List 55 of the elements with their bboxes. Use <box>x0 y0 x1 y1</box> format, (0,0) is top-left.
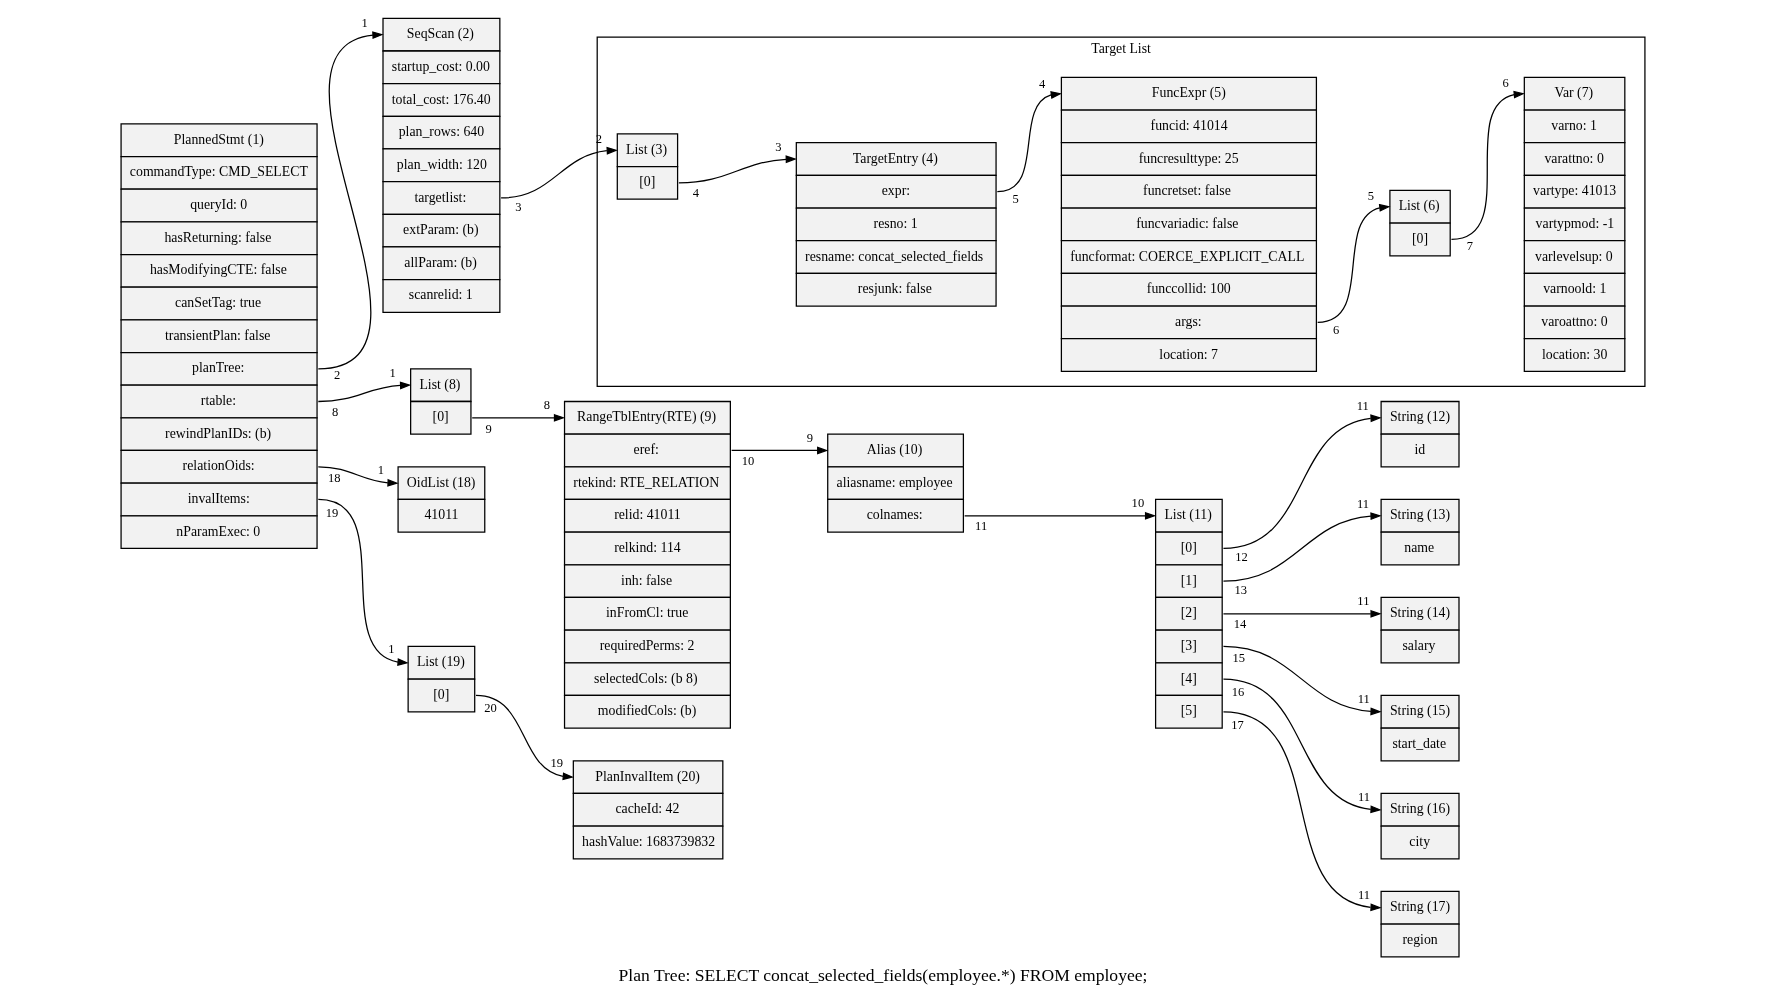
node-label: 10 <box>741 454 754 469</box>
node-label: 4 <box>1038 76 1045 91</box>
arrow <box>317 31 384 370</box>
node-label: 17 <box>1230 718 1244 733</box>
node-label: 5 <box>1012 191 1019 206</box>
node-label: 9 <box>485 421 492 436</box>
node-label: 1 <box>388 366 396 381</box>
arrow <box>996 91 1062 193</box>
node-label: 9 <box>806 431 813 446</box>
arrow <box>1222 512 1382 582</box>
node-label: 13 <box>1234 583 1247 598</box>
node-label: 14 <box>1233 617 1246 632</box>
node-label: 12 <box>1234 549 1248 564</box>
arrow <box>1222 678 1382 814</box>
arrow <box>1222 609 1382 618</box>
node-label: 11 <box>974 519 987 534</box>
node-label: 8 <box>543 398 550 413</box>
node-label: 6 <box>1332 322 1339 337</box>
node-label: 19 <box>549 756 563 771</box>
node-label: 11 <box>1357 887 1370 902</box>
node-label: 20 <box>483 701 497 716</box>
node-label: 8 <box>331 404 338 419</box>
node-label: 3 <box>774 140 781 155</box>
node-label: 1 <box>387 642 395 657</box>
node-label: 10 <box>1131 496 1144 511</box>
node-label: 11 <box>1356 399 1369 414</box>
node-label: 1 <box>361 16 368 31</box>
arrow <box>730 446 828 455</box>
arrow <box>474 694 574 781</box>
arrow <box>1222 645 1382 716</box>
arrow <box>1316 203 1391 323</box>
caption: Plan Tree: SELECT concat_selected_fields(employee.*) FROM employee; <box>618 964 1147 985</box>
arrow <box>317 381 411 403</box>
node-label: 2 <box>333 367 340 382</box>
arrow <box>499 146 618 199</box>
node-label: 3 <box>514 200 522 215</box>
node-label: 7 <box>1466 239 1473 254</box>
arrow <box>317 498 409 666</box>
arrow <box>471 413 565 422</box>
node-label: 4 <box>692 185 699 200</box>
node-label: 16 <box>1231 685 1244 700</box>
arrow <box>317 466 399 487</box>
node-label: 5 <box>1367 189 1374 204</box>
arrow <box>1222 414 1382 550</box>
node-label: 18 <box>327 471 341 486</box>
node-label: 1 <box>377 463 384 478</box>
node-label: 15 <box>1232 651 1245 666</box>
node-label: 11 <box>1357 691 1370 706</box>
arrow <box>963 511 1156 520</box>
arrow <box>1222 711 1382 912</box>
node-label: 19 <box>325 506 338 521</box>
node-label: 11 <box>1356 497 1369 512</box>
node-label: 11 <box>1356 594 1369 609</box>
node-label: 6 <box>1501 75 1509 90</box>
node-label: 11 <box>1357 789 1370 804</box>
